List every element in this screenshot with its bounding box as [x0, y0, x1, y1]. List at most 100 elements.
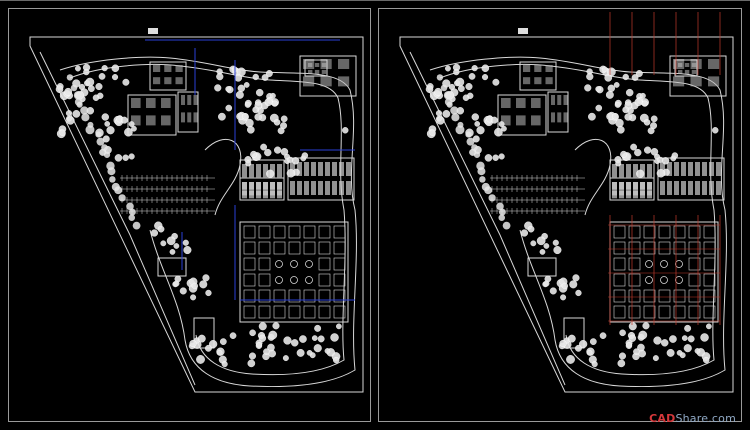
tree: [650, 115, 658, 123]
tree: [265, 70, 273, 78]
tree: [280, 148, 289, 156]
tree: [462, 94, 470, 101]
tree: [157, 225, 165, 233]
loop-road-inner: [69, 64, 346, 376]
tree: [612, 113, 619, 120]
tree: [465, 131, 472, 138]
room: [531, 115, 541, 126]
tree: [256, 341, 263, 348]
villa-unit: [626, 182, 631, 190]
tree: [204, 344, 212, 352]
loop-road: [59, 56, 357, 388]
room: [684, 69, 690, 74]
unit: [318, 273, 331, 287]
tree: [209, 339, 218, 349]
tree: [498, 208, 506, 216]
tree: [314, 324, 322, 332]
tree: [440, 84, 448, 92]
tree: [579, 339, 588, 349]
unit: [273, 241, 286, 255]
tree: [549, 287, 557, 295]
room: [338, 76, 350, 87]
tree: [101, 144, 108, 151]
tree: [595, 86, 602, 92]
tree: [183, 245, 192, 255]
tree: [306, 349, 313, 356]
unit: [673, 289, 686, 303]
tree: [527, 225, 535, 233]
room: [531, 98, 541, 108]
villa-unit: [242, 164, 247, 178]
room: [321, 69, 327, 74]
tree: [436, 74, 444, 81]
room: [314, 63, 320, 67]
room: [516, 98, 526, 108]
villa-unit: [270, 182, 275, 190]
tree: [85, 125, 95, 135]
room: [534, 65, 542, 72]
tree: [617, 359, 626, 368]
villa-unit: [619, 164, 624, 178]
villa-unit: [270, 191, 275, 199]
unit: [703, 225, 716, 239]
tree: [476, 126, 485, 135]
tree: [70, 84, 78, 92]
unit: [318, 257, 331, 271]
villa-unit: [297, 162, 302, 176]
tree: [498, 214, 506, 221]
tree: [166, 236, 176, 246]
unit: [613, 241, 626, 255]
tree: [601, 66, 608, 73]
tree: [671, 152, 679, 159]
villa-unit: [667, 162, 672, 176]
tree: [584, 84, 592, 92]
tree: [614, 101, 621, 108]
tree: [216, 73, 224, 81]
villa-unit: [346, 181, 351, 195]
tree: [683, 344, 692, 353]
tree: [636, 169, 645, 178]
villa-unit: [633, 164, 638, 178]
room: [691, 69, 697, 74]
unit: [628, 273, 641, 287]
tree: [234, 73, 243, 82]
tree: [661, 157, 670, 165]
tree: [101, 65, 108, 72]
villa-unit: [339, 162, 344, 176]
tree: [567, 334, 576, 343]
tree: [496, 202, 504, 211]
tree: [81, 113, 90, 122]
room: [708, 76, 720, 87]
unit: [673, 305, 686, 319]
tree: [128, 214, 136, 221]
villa-block-1: [657, 157, 725, 201]
tree: [628, 334, 637, 342]
entry-gate: [148, 28, 158, 34]
unit: [273, 225, 286, 239]
tree: [237, 84, 246, 93]
room: [690, 76, 702, 87]
tree: [111, 74, 119, 81]
tree: [607, 84, 616, 93]
unit: [643, 241, 656, 255]
tree: [106, 126, 115, 135]
tree: [66, 74, 74, 81]
tree: [569, 280, 578, 289]
watermark-brand: CAD: [649, 412, 676, 425]
tree: [182, 239, 189, 246]
villa-unit: [318, 181, 323, 195]
room: [678, 63, 683, 67]
unit: [303, 305, 316, 319]
room: [314, 69, 320, 74]
unit: [303, 241, 316, 255]
tree: [216, 349, 223, 356]
room: [181, 95, 185, 105]
tree: [287, 156, 294, 163]
tree: [543, 243, 550, 249]
court-feature: [675, 276, 683, 284]
villa-unit: [277, 164, 282, 178]
villa-unit: [325, 181, 330, 195]
tree: [301, 152, 309, 159]
tree: [436, 116, 445, 125]
